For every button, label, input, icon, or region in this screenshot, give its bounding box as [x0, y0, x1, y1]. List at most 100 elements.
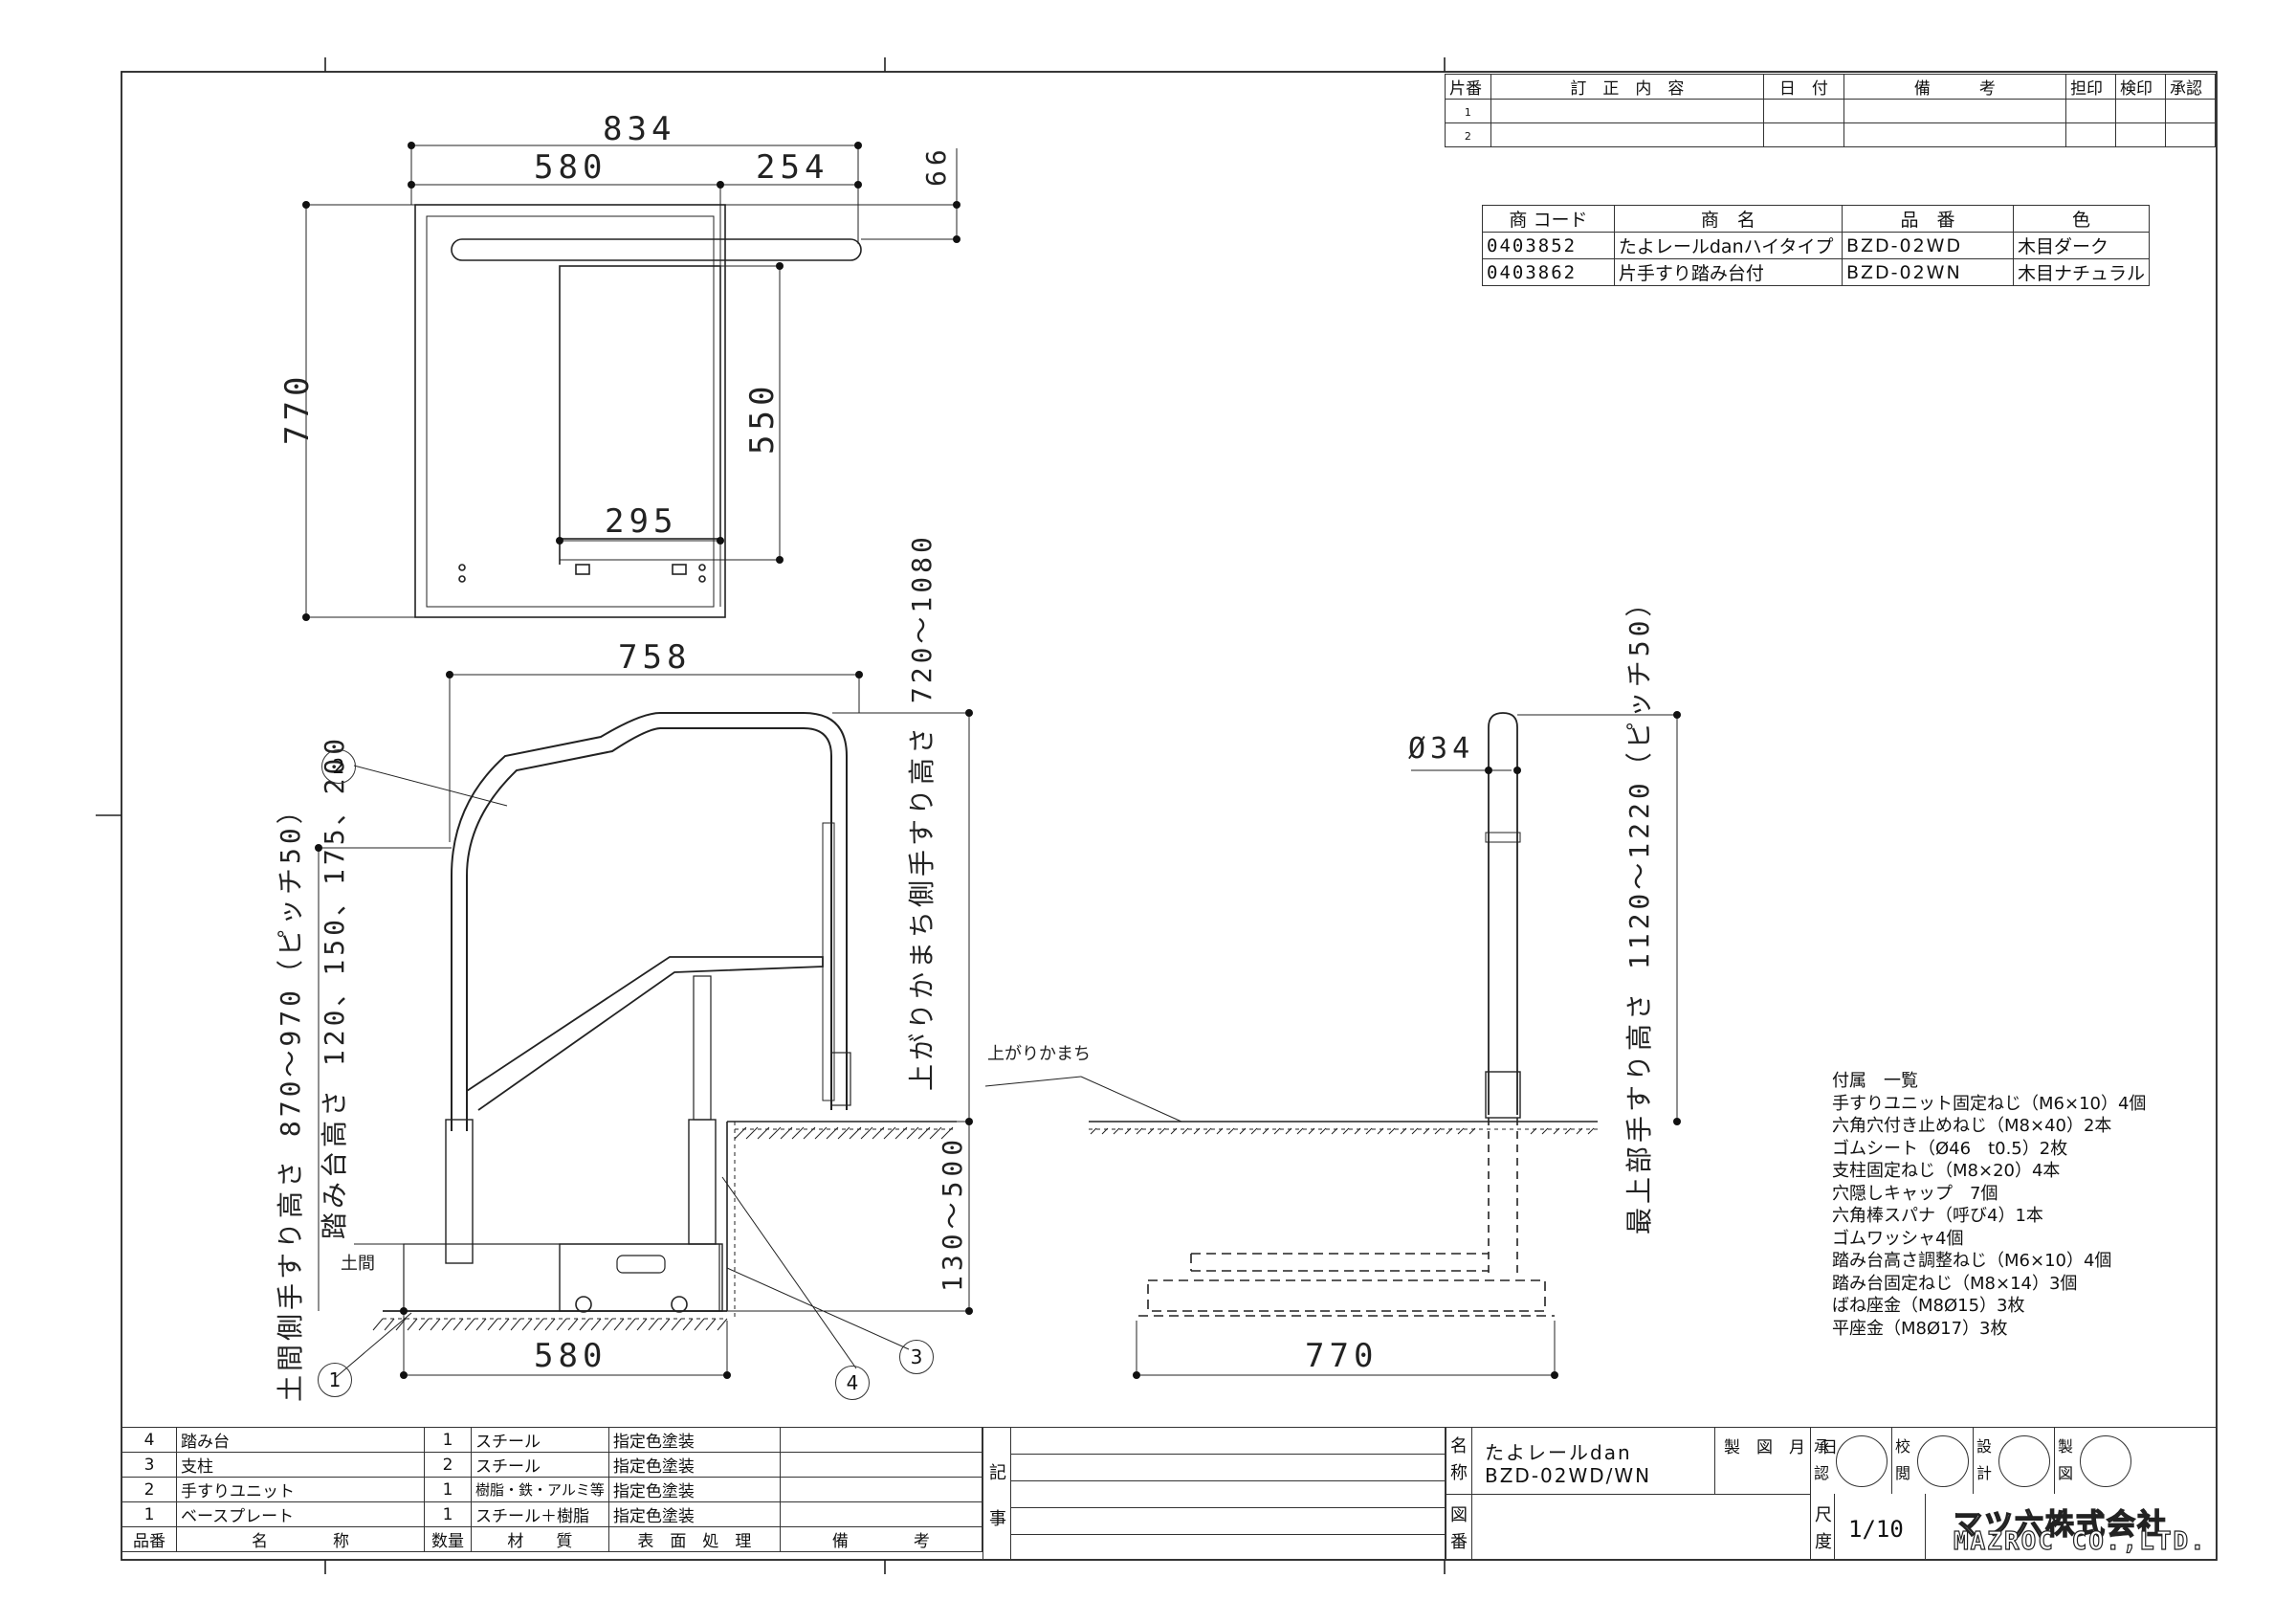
product-header-part: 品 番 — [1841, 205, 2014, 233]
part-name: ベースプレート — [176, 1501, 425, 1527]
accessory-item: 六角穴付き止めねじ（M8×40）2本 — [1832, 1116, 2112, 1136]
product-header-code: 商 コード — [1482, 205, 1615, 233]
rev-header-content: 訂 正 内 容 — [1490, 74, 1765, 100]
part-material: スチール — [471, 1427, 609, 1453]
parts-list-table: 4 踏み台 1 スチール 指定色塗装 3 支柱 2 スチール 指定色塗装 2 手… — [121, 1427, 983, 1552]
product-code: 0403862 — [1482, 258, 1615, 286]
ground-hatch — [372, 1126, 1595, 1331]
dimension-dots — [302, 142, 1681, 1379]
part-name: 支柱 — [176, 1452, 425, 1478]
rev-header-charge: 担印 — [2065, 74, 2117, 100]
part-no: 2 — [121, 1477, 177, 1502]
rev-row-mark: 1 — [1445, 99, 1491, 123]
dim-total-height: 770 — [278, 371, 317, 445]
part-finish: 指定色塗装 — [607, 1427, 781, 1453]
product-part: BZD-02WD — [1841, 232, 2014, 259]
check-label: 校閲 — [1895, 1437, 1911, 1482]
product-header-color: 色 — [2012, 205, 2151, 233]
dim-side-width: 770 — [1305, 1337, 1379, 1375]
parts-header-name: 名 称 — [176, 1526, 425, 1552]
rev-header-note: 備 考 — [1843, 74, 2067, 100]
part-material: スチール＋樹脂 — [471, 1501, 609, 1527]
part-material: 樹脂・鉄・アルミ等 — [471, 1477, 609, 1502]
pipe-diameter: Ø34 — [1408, 732, 1475, 766]
dim-small-offset: 66 — [920, 145, 952, 187]
handrail-height-label: 土間側手すり高さ 870～970（ピッチ50） — [275, 793, 306, 1402]
title-order-label: 図番 — [1450, 1505, 1468, 1552]
accessory-item: ゴムシート（Ø46 t0.5）2枚 — [1832, 1138, 2068, 1159]
part-finish: 指定色塗装 — [607, 1501, 781, 1527]
title-name-label: 名称 — [1450, 1436, 1468, 1483]
rev-header-check: 検印 — [2115, 74, 2166, 100]
side-view — [1089, 712, 1678, 1376]
callout-1: 1 — [318, 1363, 352, 1397]
part-qty: 1 — [424, 1477, 472, 1502]
accessory-item: 六角棒スパナ（呼び4）1本 — [1832, 1206, 2043, 1226]
rev-header-date: 日 付 — [1763, 74, 1844, 100]
title-date-label: 製 図 月 日 — [1724, 1438, 1838, 1457]
part-no: 4 — [121, 1427, 177, 1453]
accessory-item: 手すりユニット固定ねじ（M6×10）4個 — [1832, 1093, 2147, 1114]
product-color: 木目ダーク — [2012, 232, 2151, 259]
part-note — [779, 1501, 983, 1527]
title-block: 名称 たよレールdan BZD-02WD/WN 図番 製 図 月 日 尺度 1/… — [1446, 1427, 2217, 1560]
check-stamp — [1917, 1435, 1969, 1487]
doma-label: 土間 — [341, 1254, 375, 1274]
title-scale-value: 1/10 — [1848, 1516, 1904, 1543]
rev-header-approve: 承認 — [2165, 74, 2216, 100]
product-table: 商 コード 商 名 品 番 色 0403852 たよレールdanハイタイプ BZ… — [1482, 205, 2151, 286]
part-no: 1 — [121, 1501, 177, 1527]
company-name-en: MAZROC CO.,LTD. — [1953, 1526, 2207, 1556]
part-qty: 1 — [424, 1501, 472, 1527]
parts-header-finish: 表 面 処 理 — [607, 1526, 781, 1552]
accessory-item: ゴムワッシャ4個 — [1832, 1228, 1964, 1249]
accessories-title: 付属 一覧 — [1832, 1071, 1918, 1091]
accessory-item: 踏み台固定ねじ（M8×14）3個 — [1832, 1273, 2078, 1294]
product-code: 0403852 — [1482, 232, 1615, 259]
part-note — [779, 1477, 983, 1502]
accessories-list: 付属 一覧 手すりユニット固定ねじ（M6×10）4個 六角穴付き止めねじ（M8×… — [1832, 1070, 2146, 1340]
part-qty: 2 — [424, 1452, 472, 1478]
max-handrail-height-label: 最上部手すり高さ 1120～1220（ピッチ50） — [1623, 586, 1655, 1234]
dim-front-top-width: 758 — [618, 638, 692, 677]
dim-right-width: 254 — [756, 148, 829, 187]
dim-step-depth: 550 — [743, 381, 782, 455]
rev-row-mark: 2 — [1445, 122, 1491, 147]
part-note — [779, 1452, 983, 1478]
approve-label: 承認 — [1814, 1437, 1830, 1482]
approve-stamp — [1836, 1435, 1888, 1487]
part-material: スチール — [471, 1452, 609, 1478]
part-no: 3 — [121, 1452, 177, 1478]
product-name: たよレールdanハイタイプ — [1613, 232, 1843, 259]
kamachi-handrail-label: 上がりかまち側手すり高さ 720～1080 — [906, 533, 938, 1091]
parts-header-qty: 数量 — [424, 1526, 472, 1552]
triangle-mark-1: 1 — [1464, 106, 1471, 119]
title-scale-label: 尺度 — [1815, 1505, 1832, 1552]
parts-header-material: 材 質 — [471, 1526, 609, 1552]
callout-4: 4 — [835, 1366, 870, 1400]
product-color: 木目ナチュラル — [2012, 258, 2151, 286]
accessory-item: 穴隠しキャップ 7個 — [1832, 1183, 1998, 1204]
part-finish: 指定色塗装 — [607, 1452, 781, 1478]
front-view — [318, 674, 1182, 1379]
draw-label: 製図 — [2058, 1437, 2074, 1482]
dim-left-width: 580 — [534, 148, 607, 187]
product-name: 片手すり踏み台付 — [1613, 258, 1843, 286]
part-finish: 指定色塗装 — [607, 1477, 781, 1502]
notes-block: 記事 — [982, 1427, 1446, 1560]
triangle-mark-2: 2 — [1464, 130, 1471, 143]
callout-2: 2 — [321, 749, 356, 784]
dim-front-bottom-width: 580 — [534, 1337, 607, 1375]
callout-3: 3 — [899, 1340, 934, 1374]
part-note — [779, 1427, 983, 1453]
part-name: 手すりユニット — [176, 1477, 425, 1502]
design-label: 設計 — [1976, 1437, 1993, 1482]
product-part: BZD-02WN — [1841, 258, 2014, 286]
design-stamp — [1998, 1435, 2050, 1487]
dim-step-width: 295 — [605, 502, 678, 541]
title-name-line2: BZD-02WD/WN — [1485, 1464, 1652, 1487]
notes-label: 記事 — [989, 1463, 1006, 1529]
rev-header-mark: 片番 — [1445, 74, 1491, 100]
company-name-jp: マツ六株式会社 — [1953, 1507, 2168, 1542]
product-header-name: 商 名 — [1613, 205, 1843, 233]
